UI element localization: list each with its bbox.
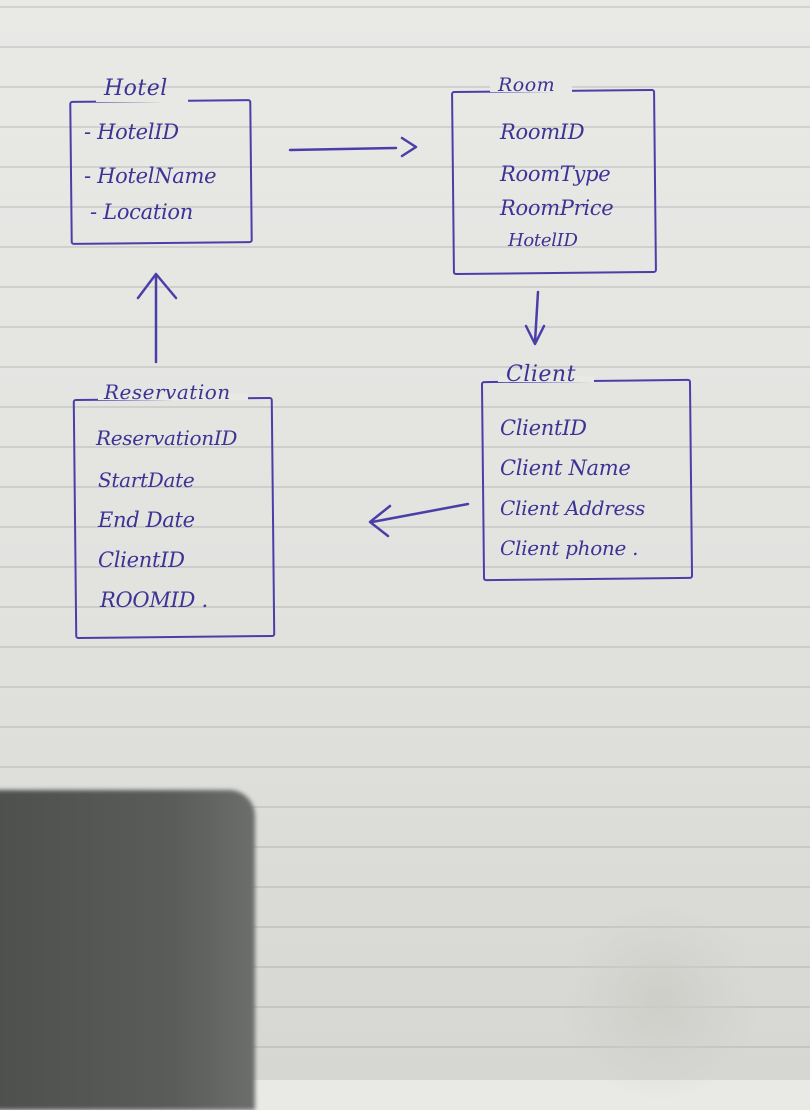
- arrow-room-to-client: [524, 290, 546, 346]
- client-attr-2: Client Name: [500, 456, 631, 480]
- room-title: Room: [498, 74, 556, 96]
- hotel-attr-3: - Location: [90, 200, 193, 224]
- hand-shadow: [0, 790, 255, 1110]
- reservation-attr-2: StartDate: [98, 468, 195, 492]
- room-attr-4: HotelID: [508, 230, 578, 251]
- reservation-attr-1: ReservationID: [96, 426, 238, 450]
- arrow-client-to-reservation: [368, 502, 470, 538]
- arrow-hotel-to-room: [288, 136, 418, 158]
- client-attr-1: ClientID: [500, 416, 587, 440]
- client-attr-4: Client phone .: [500, 536, 639, 560]
- hotel-title: Hotel: [104, 76, 168, 101]
- reservation-title: Reservation: [104, 380, 231, 404]
- reservation-attr-5: ROOMID .: [100, 588, 208, 612]
- arrow-reservation-to-hotel: [136, 272, 178, 364]
- relationship-arrows: [136, 136, 546, 538]
- client-title: Client: [506, 362, 576, 387]
- room-attr-2: RoomType: [500, 162, 611, 186]
- room-attr-3: RoomPrice: [500, 196, 614, 220]
- reservation-attr-4: ClientID: [98, 548, 185, 572]
- reservation-attr-3: End Date: [98, 508, 195, 532]
- client-attr-3: Client Address: [500, 496, 645, 520]
- room-attr-1: RoomID: [500, 120, 585, 144]
- hotel-attr-2: - HotelName: [84, 164, 217, 188]
- light-glare: [560, 900, 760, 1100]
- hotel-attr-1: - HotelID: [84, 120, 179, 144]
